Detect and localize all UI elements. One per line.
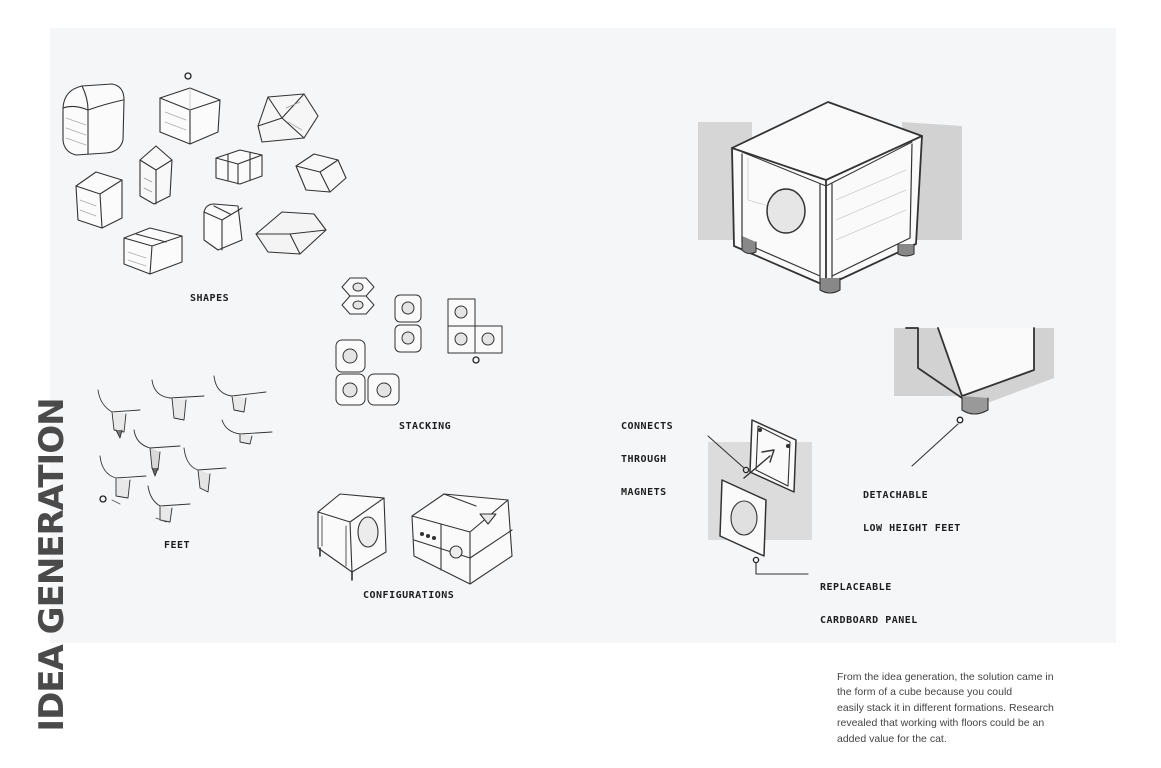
main-cube-sketch <box>698 102 962 293</box>
panel-detail-sketch <box>708 420 812 574</box>
stacking-label: STACKING <box>399 421 452 432</box>
feet-annotation: DETACHABLE LOW HEIGHT FEET <box>863 468 961 545</box>
feet-sketches <box>98 376 272 522</box>
feet-label: FEET <box>164 540 191 551</box>
shape-sketches <box>63 73 346 274</box>
configuration-sketches <box>318 494 512 584</box>
magnets-annotation-line: THROUGH <box>621 454 667 465</box>
magnets-annotation: CONNECTS THROUGH MAGNETS <box>621 399 673 509</box>
stacking-sketches <box>336 278 502 405</box>
description-line: revealed that working with floors could … <box>837 717 1045 730</box>
feet-annotation-line: LOW HEIGHT FEET <box>863 523 961 534</box>
magnets-annotation-line: CONNECTS <box>621 421 674 432</box>
description-line: added value for the cat. <box>837 732 947 745</box>
configurations-label: CONFIGURATIONS <box>363 590 455 601</box>
page-title: IDEA GENERATION <box>32 398 72 732</box>
description-paragraph: From the idea generation, the solution c… <box>837 670 1067 747</box>
panel-annotation-line: CARDBOARD PANEL <box>820 615 918 626</box>
feet-detail-sketch <box>894 328 1054 466</box>
panel-annotation: REPLACEABLE CARDBOARD PANEL <box>820 560 918 637</box>
description-line: easily stack it in different formations.… <box>837 701 1054 714</box>
description-line: the form of a cube because you could <box>837 686 1013 699</box>
magnets-annotation-line: MAGNETS <box>621 487 667 498</box>
shapes-label: SHAPES <box>190 293 230 304</box>
description-line: From the idea generation, the solution c… <box>837 671 1054 683</box>
feet-annotation-line: DETACHABLE <box>863 490 929 501</box>
panel-annotation-line: REPLACEABLE <box>820 582 892 593</box>
